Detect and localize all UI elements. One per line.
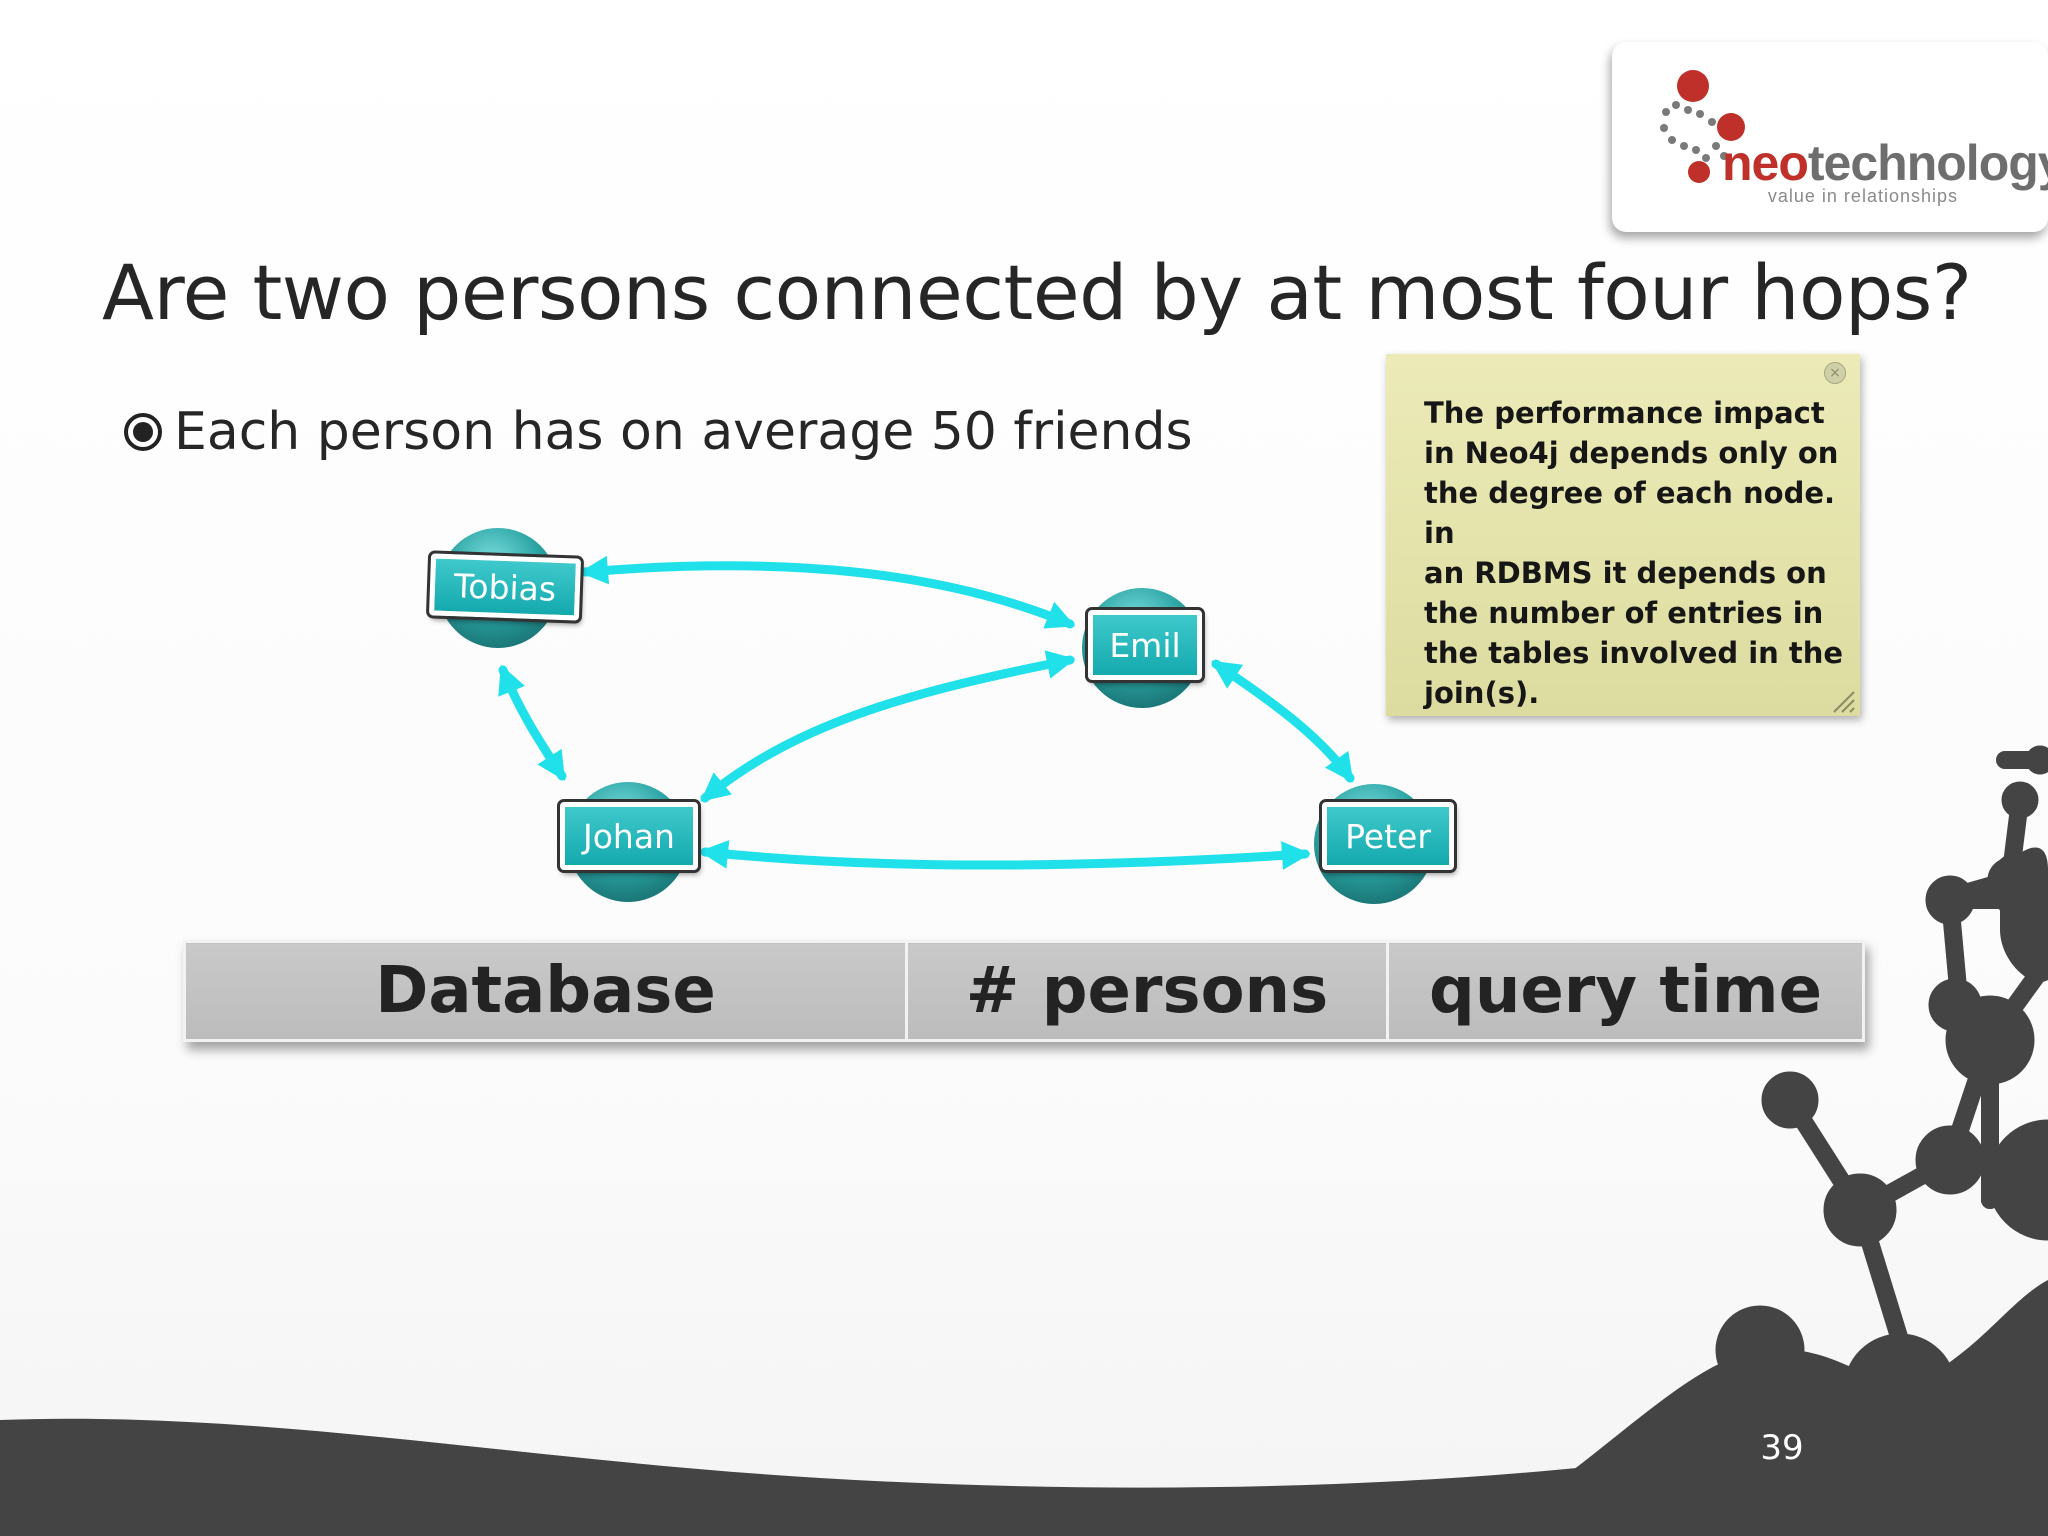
resize-handle-icon[interactable]	[1828, 686, 1856, 714]
column-header-query-time: query time	[1386, 940, 1865, 1042]
edge-tobias-emil	[579, 555, 1076, 629]
graph-node-johan: Johan	[556, 780, 701, 906]
edge-johan-peter	[699, 840, 1311, 870]
logo-word-neo: neo	[1722, 135, 1809, 191]
graph-node-peter: Peter	[1314, 780, 1457, 910]
node-label: Johan	[557, 799, 701, 873]
edge-emil-johan	[700, 650, 1076, 803]
column-header-database: Database	[183, 940, 908, 1042]
close-icon[interactable]: ×	[1824, 362, 1846, 384]
column-header-persons: # persons	[905, 940, 1389, 1042]
node-label: Peter	[1319, 799, 1457, 873]
graph-node-emil: Emil	[1082, 588, 1205, 720]
edge-tobias-johan	[498, 664, 567, 781]
logo-tagline: value in relationships	[1767, 186, 1958, 206]
table-header-row: Database # persons query time	[183, 940, 1865, 1042]
edge-emil-peter	[1211, 659, 1355, 783]
page-number: 39	[1760, 1428, 1804, 1468]
node-label: Emil	[1085, 607, 1205, 683]
company-logo-wordmark: neotechnology	[1722, 138, 2048, 188]
graph-node-tobias: Tobias	[424, 526, 588, 652]
slide-title: Are two persons connected by at most fou…	[102, 248, 1972, 337]
bullet-item: Each person has on average 50 friends	[124, 402, 1193, 462]
logo-word-technology: technology	[1807, 135, 2048, 191]
sticky-note-text: The performance impact in Neo4j depends …	[1424, 396, 1844, 710]
bullet-text: Each person has on average 50 friends	[174, 402, 1193, 462]
results-table: Database # persons query time	[183, 940, 1865, 1042]
radio-bullet-icon	[124, 413, 162, 451]
node-label: Tobias	[425, 550, 585, 624]
sticky-note[interactable]	[1386, 354, 1860, 716]
